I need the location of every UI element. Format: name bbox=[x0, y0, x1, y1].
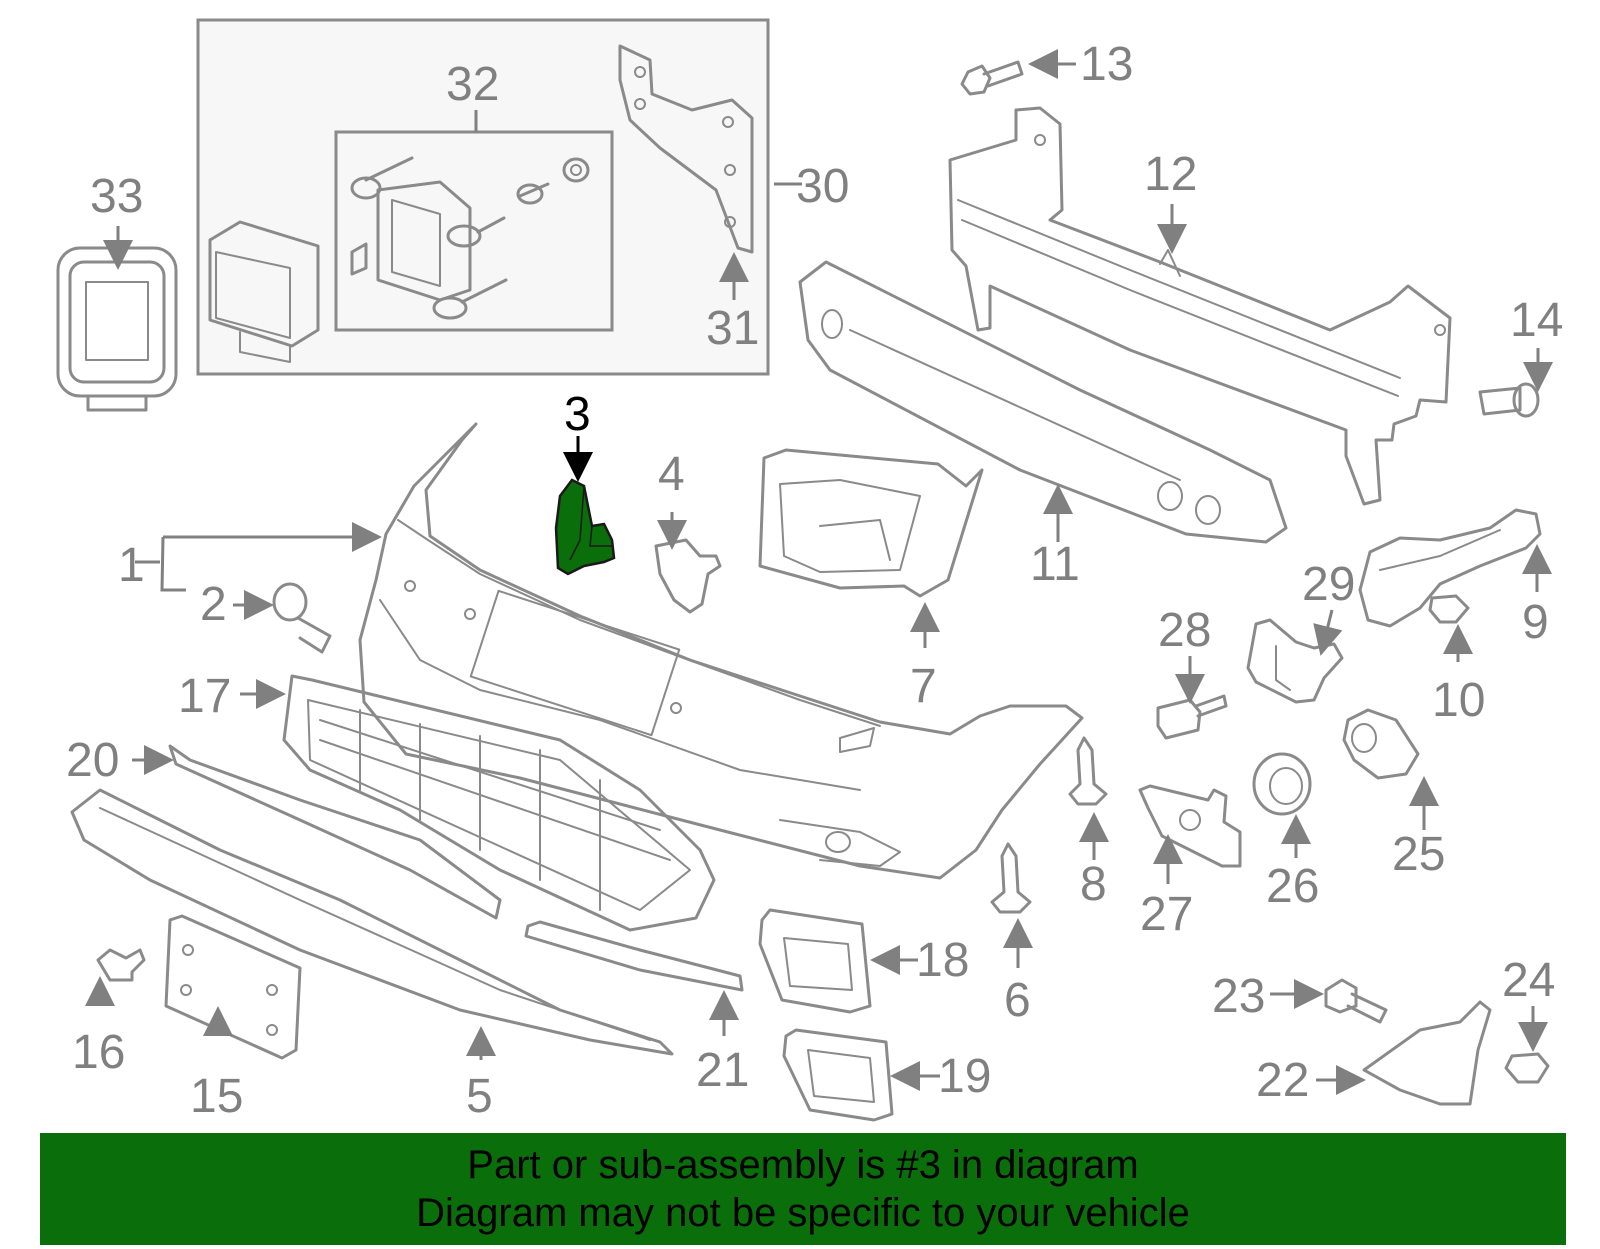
part-33-frame bbox=[56, 246, 178, 412]
part-29-bracket bbox=[1246, 618, 1344, 704]
part-11-absorber bbox=[798, 260, 1288, 544]
label-5: 5 bbox=[466, 1070, 493, 1123]
part-18-fog-cover bbox=[758, 908, 872, 1014]
part-21-strip bbox=[524, 920, 744, 992]
part-7-bracket bbox=[758, 448, 984, 598]
label-15: 15 bbox=[190, 1070, 243, 1123]
label-1: 1 bbox=[118, 539, 145, 592]
label-10: 10 bbox=[1432, 674, 1485, 727]
label-29: 29 bbox=[1302, 558, 1355, 611]
label-4: 4 bbox=[658, 448, 685, 501]
part-6-screw bbox=[990, 842, 1032, 914]
label-26: 26 bbox=[1266, 860, 1319, 913]
part-20-strip bbox=[168, 744, 502, 920]
label-19: 19 bbox=[938, 1050, 991, 1103]
part-5-lower-spoiler bbox=[70, 788, 674, 1056]
label-6: 6 bbox=[1004, 974, 1031, 1027]
notice-banner: Part or sub-assembly is #3 in diagram Di… bbox=[40, 1133, 1566, 1245]
part-10-nut bbox=[1428, 594, 1470, 624]
label-32: 32 bbox=[446, 58, 499, 111]
label-23: 23 bbox=[1212, 970, 1265, 1023]
part-3-highlighted bbox=[554, 478, 616, 576]
part-13-bolt bbox=[960, 60, 1024, 96]
part-30-plate bbox=[618, 44, 754, 254]
label-7: 7 bbox=[910, 660, 937, 713]
label-33: 33 bbox=[90, 170, 143, 223]
part-control-module bbox=[208, 220, 320, 363]
leader-lines bbox=[85, 49, 1553, 1095]
part-1-bumper-cover bbox=[358, 422, 1084, 880]
banner-line-1: Part or sub-assembly is #3 in diagram bbox=[467, 1143, 1139, 1187]
label-30: 30 bbox=[796, 160, 849, 213]
part-24-nut bbox=[1504, 1052, 1550, 1084]
label-17: 17 bbox=[178, 670, 231, 723]
label-24: 24 bbox=[1502, 954, 1555, 1007]
part-2-cap bbox=[272, 582, 332, 654]
part-26-grommet bbox=[1252, 752, 1312, 816]
banner-line-2: Diagram may not be specific to your vehi… bbox=[416, 1191, 1190, 1235]
label-12: 12 bbox=[1144, 148, 1197, 201]
label-2: 2 bbox=[200, 578, 227, 631]
label-25: 25 bbox=[1392, 828, 1445, 881]
label-22: 22 bbox=[1256, 1054, 1309, 1107]
label-28: 28 bbox=[1158, 604, 1211, 657]
label-27: 27 bbox=[1140, 888, 1193, 941]
part-19-fog-cover bbox=[782, 1028, 894, 1122]
label-31: 31 bbox=[706, 302, 759, 355]
label-20: 20 bbox=[66, 734, 119, 787]
part-25-park-sensor bbox=[1342, 708, 1420, 780]
part-4-bracket bbox=[654, 538, 722, 614]
label-14: 14 bbox=[1510, 294, 1563, 347]
part-28-sensor bbox=[1156, 694, 1228, 740]
label-8: 8 bbox=[1080, 858, 1107, 911]
part-27-sensor-bracket bbox=[1138, 784, 1242, 868]
part-9-bracket bbox=[1358, 508, 1542, 628]
part-17-grille bbox=[282, 674, 716, 932]
label-11: 11 bbox=[1030, 538, 1080, 591]
label-9: 9 bbox=[1522, 596, 1549, 649]
label-21: 21 bbox=[696, 1044, 749, 1097]
part-32-bracket bbox=[350, 156, 590, 320]
part-16-clip bbox=[96, 948, 146, 982]
callout-labels: 1 2 3 4 5 6 7 8 9 10 11 12 13 14 15 16 1… bbox=[66, 38, 1563, 1123]
label-16: 16 bbox=[72, 1026, 125, 1079]
part-23-bolt bbox=[1324, 978, 1388, 1024]
label-18: 18 bbox=[916, 934, 969, 987]
part-14-bolt bbox=[1478, 382, 1540, 418]
label-3: 3 bbox=[564, 388, 591, 441]
part-8-screw bbox=[1068, 736, 1108, 806]
part-22-bracket bbox=[1362, 1000, 1492, 1106]
part-15-license-plate-bracket bbox=[164, 914, 302, 1060]
label-13: 13 bbox=[1080, 38, 1133, 91]
